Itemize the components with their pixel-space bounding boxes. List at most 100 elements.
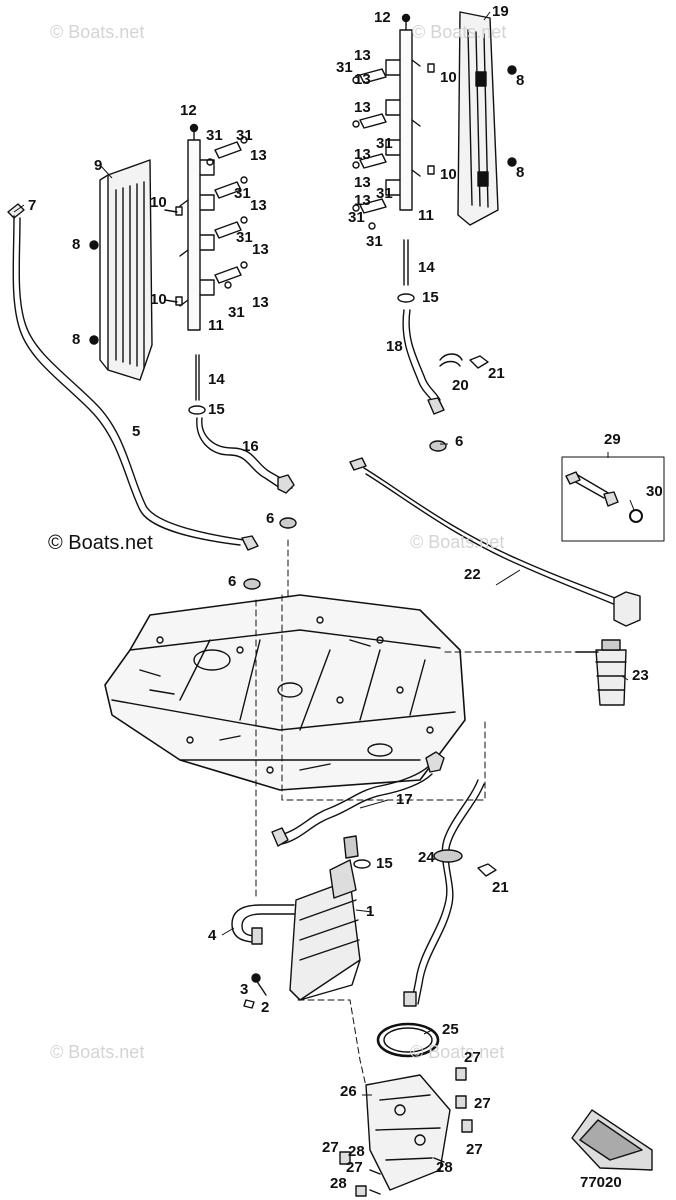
callout-7: 7 [28,197,37,214]
oring-25 [376,1022,440,1058]
callout-15: 15 [208,401,225,418]
callout-29: 29 [604,431,621,448]
callout-31: 31 [376,185,393,202]
clamp-21b [477,863,497,877]
callout-11: 11 [418,207,434,224]
screws-28 [369,1157,445,1195]
callout-1: 1 [366,903,375,920]
left-seal-6b [243,578,261,590]
callout-15: 15 [376,855,393,872]
screw-3 [255,979,267,996]
callout-31: 31 [206,127,223,144]
right-seal-6 [429,440,447,452]
callout-14: 14 [208,371,225,388]
hose-24 [403,779,497,1007]
fuel-filter-23 [575,639,627,706]
right-fuel-rail [352,13,517,230]
clamp-21 [469,355,489,369]
callout-10: 10 [440,69,457,86]
callout-30: 30 [646,483,663,500]
callout-31: 31 [336,59,353,76]
callout-31: 31 [236,229,253,246]
watermark: © Boats.net [410,1042,505,1062]
callout-16: 16 [242,438,259,455]
callout-22: 22 [464,566,481,583]
callout-13: 13 [354,99,371,116]
callout-8: 8 [72,236,81,253]
callout-3: 3 [240,981,249,998]
clip-20 [439,353,463,367]
callout-10: 10 [150,291,167,308]
callout-8: 8 [516,72,525,89]
callout-27: 27 [346,1159,363,1176]
callout-21: 21 [492,879,509,896]
callout-14: 14 [418,259,435,276]
left-stud-14 [195,354,200,401]
callout-12: 12 [180,102,197,119]
callout-31: 31 [228,304,245,321]
callout-6: 6 [228,573,237,590]
callout-24: 24 [418,849,435,866]
right-hose-18 [402,309,435,405]
callout-18: 18 [386,338,403,355]
boat-icon [571,1109,653,1171]
callout-31: 31 [234,185,251,202]
callout-13: 13 [354,174,371,191]
callout-5: 5 [132,423,141,440]
callout-23: 23 [632,667,649,684]
hose-22 [349,457,641,627]
oring-15c [353,859,371,869]
callout-26: 26 [340,1083,357,1100]
watermark: © Boats.net [410,532,505,552]
callout-31: 31 [236,127,253,144]
hose-17 [271,751,445,847]
callout-27: 27 [474,1095,491,1112]
left-oring-15 [188,405,206,415]
callout-21: 21 [488,365,505,382]
callout-13: 13 [252,241,269,258]
watermark: © Boats.net [412,22,507,42]
callout-13: 13 [250,147,267,164]
callout-20: 20 [452,377,469,394]
callout-27: 27 [464,1049,481,1066]
callout-28: 28 [436,1159,453,1176]
grommets-27 [339,1067,473,1197]
callout-13: 13 [252,294,269,311]
callout-8: 8 [72,331,81,348]
hose-4 [231,904,295,945]
left-seal-6 [279,517,297,529]
callout-13: 13 [354,192,371,209]
left-hose-16 [196,417,293,489]
callout-4: 4 [208,927,217,944]
callout-9: 9 [94,157,103,174]
left-rail-cover [99,159,153,381]
callout-17: 17 [396,791,413,808]
callout-19: 19 [492,3,509,20]
callout-10: 10 [150,194,167,211]
callout-31: 31 [348,209,365,226]
inset-box [561,456,665,542]
callout-25: 25 [442,1021,459,1038]
callout-10: 10 [440,166,457,183]
engine-block [104,594,466,791]
callout-27: 27 [322,1139,339,1156]
callout-12: 12 [374,9,391,26]
callout-28: 28 [330,1175,347,1192]
callout-28: 28 [348,1143,365,1160]
callout-11: 11 [208,317,224,334]
left-injectors [206,136,248,289]
callout-13: 13 [354,71,371,88]
callout-13: 13 [354,47,371,64]
callout-15: 15 [422,289,439,306]
callout-13: 13 [354,146,371,163]
watermark: © Boats.net [48,532,153,554]
watermark: © Boats.net [50,22,145,42]
mounting-bracket [365,1074,451,1191]
fuel-supply-module [289,835,361,1001]
figure-number: 77020 [580,1174,622,1191]
right-oring-15 [397,293,415,303]
callout-6: 6 [455,433,464,450]
callout-13: 13 [250,197,267,214]
